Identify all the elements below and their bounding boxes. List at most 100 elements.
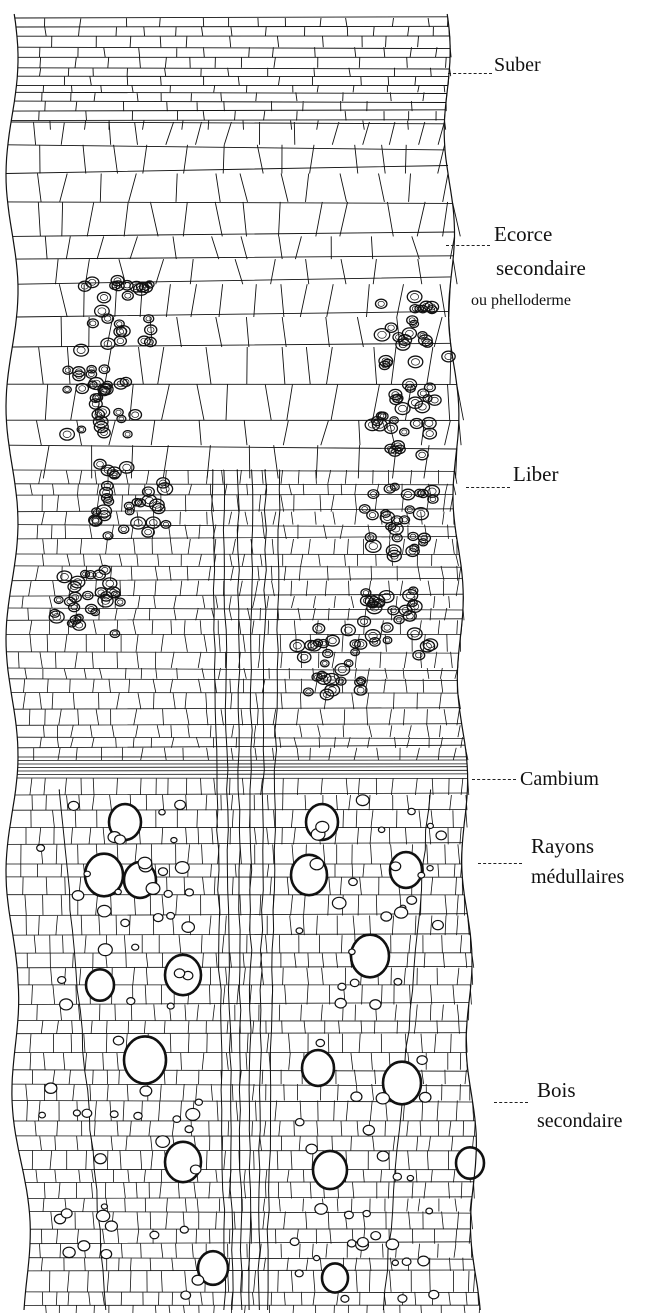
suber-cell-row	[18, 57, 450, 68]
suber-cell-row	[17, 76, 449, 85]
fiber-cell	[408, 356, 423, 368]
fiber-lumen	[394, 536, 399, 540]
wood-pore	[351, 1092, 362, 1101]
wood-pore	[392, 1260, 398, 1265]
wood-pore	[390, 862, 400, 871]
wood-pore	[121, 919, 130, 926]
wood-pore	[295, 1119, 304, 1126]
fiber-lumen	[100, 295, 107, 301]
phloem-cell-row	[14, 708, 460, 726]
fiber-lumen	[117, 322, 122, 326]
wood-cell-row	[18, 1020, 467, 1033]
wood-pore	[175, 862, 189, 874]
wood-pore	[432, 920, 443, 929]
fiber-lumen	[369, 513, 375, 518]
wood-pore	[427, 823, 433, 828]
medullary-ray-line	[267, 470, 280, 1310]
wood-pore	[349, 878, 358, 885]
wood-pore	[350, 979, 359, 986]
wood-pore	[190, 1165, 200, 1174]
wood-pore	[402, 1258, 411, 1265]
fiber-lumen	[426, 431, 433, 437]
fiber-cell	[99, 365, 110, 373]
fiber-cell	[129, 410, 142, 420]
fiber-lumen	[65, 388, 70, 392]
fiber-cell	[142, 527, 154, 537]
vessel	[351, 935, 389, 978]
fiber-cell	[63, 386, 71, 393]
fiber-cell	[374, 329, 389, 341]
cambium-leader	[472, 779, 516, 780]
wood-cell-row	[30, 1242, 472, 1258]
fiber-cell	[110, 630, 119, 638]
wood-pore	[306, 1144, 317, 1154]
rayons-leader	[478, 863, 522, 864]
medullary-ray-line	[249, 470, 253, 1310]
phloem-cell-row	[9, 679, 457, 693]
fiber-lumen	[407, 508, 412, 512]
phloem-layer	[6, 276, 468, 761]
wood-cell-row	[10, 828, 464, 845]
wood-cell-row	[16, 1136, 476, 1151]
ecorce-secondaire-label: secondaire	[496, 256, 586, 280]
fiber-lumen	[357, 687, 364, 693]
wood-pore	[290, 1238, 299, 1246]
fiber-cell	[375, 299, 386, 308]
fiber-lumen	[428, 488, 436, 495]
wood-pore	[338, 983, 346, 990]
wood-cell-row	[19, 1150, 477, 1169]
wood-pore	[427, 866, 433, 871]
cortex-cell-row	[16, 256, 457, 284]
suber-cell-row	[11, 120, 445, 130]
wood-pore	[393, 1173, 401, 1180]
vessel	[165, 1142, 201, 1182]
fiber-lumen	[413, 421, 420, 427]
fiber-cell	[321, 660, 330, 667]
phloem-cell-row	[13, 470, 457, 484]
fiber-cell	[54, 596, 63, 603]
cambium-line	[18, 770, 468, 771]
wood-pore	[94, 1154, 106, 1164]
fiber-lumen	[102, 567, 108, 572]
vessel	[456, 1147, 484, 1178]
wood-pore	[150, 1231, 159, 1239]
fiber-lumen	[427, 385, 433, 390]
wood-pore	[158, 868, 167, 876]
wood-pore	[39, 1112, 46, 1118]
wood-pore	[181, 1291, 191, 1299]
fiber-lumen	[105, 534, 110, 538]
wood-pore	[171, 837, 177, 842]
fiber-cell	[418, 533, 430, 543]
wood-pore	[68, 801, 79, 810]
fiber-lumen	[306, 690, 311, 694]
phloem-cell-row	[18, 745, 468, 760]
wood-pore	[363, 1210, 370, 1216]
wood-pore	[429, 1290, 439, 1298]
cortex-cell-row	[11, 122, 444, 145]
fiber-lumen	[370, 492, 376, 497]
wood-pore	[407, 896, 417, 904]
fiber-cell	[368, 490, 379, 499]
wood-pore	[316, 1039, 324, 1046]
wood-cell-row	[26, 1292, 479, 1306]
fiber-lumen	[101, 367, 107, 372]
wood-pore	[381, 912, 392, 921]
fiber-lumen	[316, 626, 322, 631]
fiber-cell	[383, 637, 392, 644]
fiber-cell	[120, 377, 131, 386]
wood-pore	[417, 1056, 427, 1065]
wood-pore	[363, 1125, 374, 1135]
fiber-cell	[413, 650, 425, 659]
phloem-cell-row	[6, 652, 459, 668]
fiber-lumen	[63, 431, 71, 438]
fiber-cell	[400, 428, 409, 435]
cortex-cell-row	[6, 166, 448, 202]
fiber-cell	[122, 291, 133, 300]
cortex-cell-row	[13, 232, 455, 259]
wood-pore	[426, 1208, 433, 1214]
wood-cell-row	[17, 778, 469, 795]
fiber-cell	[428, 395, 441, 405]
wood-pore	[378, 827, 384, 832]
wood-pore	[295, 1270, 303, 1277]
medullaires-label: médullaires	[531, 866, 624, 889]
